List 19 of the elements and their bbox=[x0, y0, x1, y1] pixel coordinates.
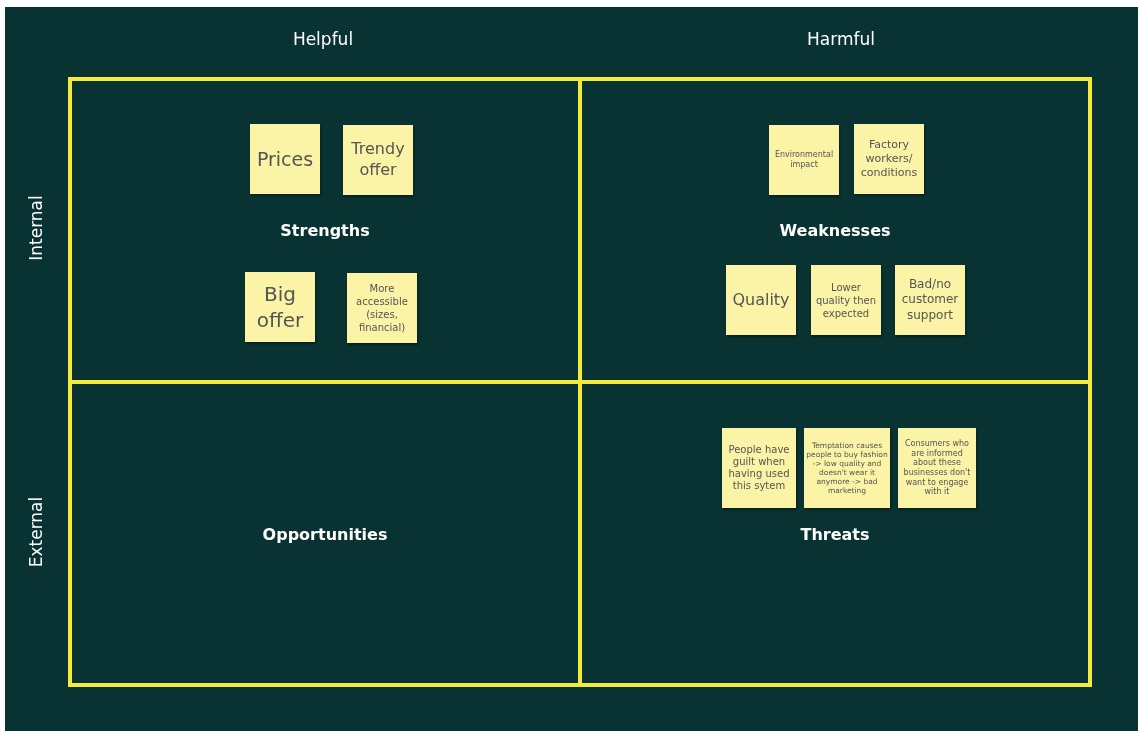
quadrant-title: Weaknesses bbox=[779, 221, 891, 240]
sticky-note: Prices bbox=[250, 124, 320, 194]
quadrant-title: Strengths bbox=[280, 221, 370, 240]
row-heading: External bbox=[26, 496, 46, 568]
sticky-note: Environmental impact bbox=[769, 125, 839, 195]
column-heading: Harmful bbox=[807, 29, 875, 49]
sticky-note: Trendy offer bbox=[343, 125, 413, 195]
quadrant-title: Opportunities bbox=[262, 525, 388, 544]
sticky-note: People have guilt when having used this sytem bbox=[722, 428, 796, 508]
sticky-note: More accessible (sizes, financial) bbox=[347, 273, 417, 343]
sticky-note: Factory workers/ conditions bbox=[854, 124, 924, 194]
sticky-note: Consumers who are informed about these businesses don't want to engage with it bbox=[898, 428, 976, 508]
sticky-note: Big offer bbox=[245, 272, 315, 342]
sticky-note: Quality bbox=[726, 265, 796, 335]
sticky-note: Lower quality then expected bbox=[811, 265, 881, 335]
sticky-note: Bad/no customer support bbox=[895, 265, 965, 335]
row-heading: Internal bbox=[26, 195, 46, 261]
quadrant-title: Threats bbox=[800, 525, 870, 544]
column-heading: Helpful bbox=[292, 29, 354, 49]
